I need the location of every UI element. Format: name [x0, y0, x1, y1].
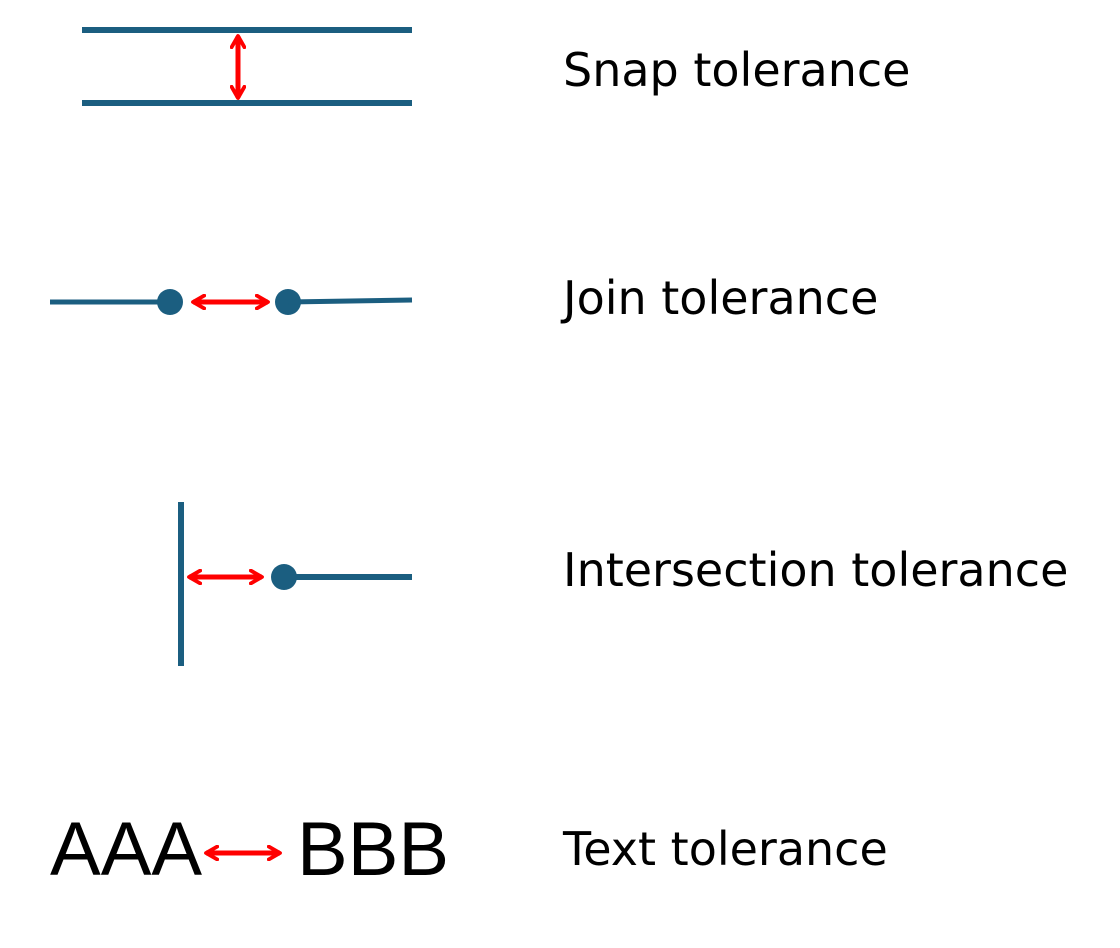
text-sample-right: BBB [297, 807, 450, 892]
snap-tolerance-label: Snap tolerance [563, 43, 911, 97]
text-sample-left: AAA [50, 807, 203, 892]
intersection-tolerance-figure [178, 502, 412, 666]
intersection-tolerance-label: Intersection tolerance [563, 543, 1069, 597]
snap-tolerance-figure [82, 27, 412, 106]
join-left-endpoint [157, 289, 183, 315]
join-tolerance-figure [50, 289, 413, 315]
text-tolerance-label: Text tolerance [563, 822, 888, 876]
join-tolerance-label: Join tolerance [563, 271, 879, 325]
join-right-line [287, 297, 413, 305]
